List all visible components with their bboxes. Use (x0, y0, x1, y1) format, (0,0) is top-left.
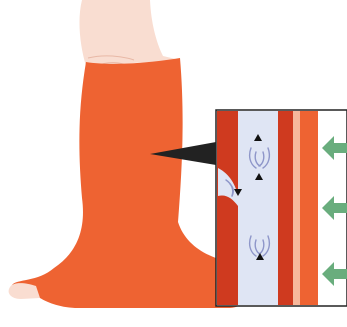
vein-lumen (238, 111, 278, 305)
pressure-arrow-icon (322, 262, 347, 286)
flow-mark (262, 235, 271, 257)
outer-tissue-left (217, 111, 238, 305)
vein-wall-light (293, 111, 300, 305)
pressure-arrow-icon (322, 136, 347, 160)
inset-frame (215, 109, 347, 307)
flow-arrow-up-icon (256, 253, 264, 260)
vein-wall-dark (278, 111, 293, 305)
stocking-layer (300, 111, 318, 305)
flow-mark (229, 183, 235, 197)
flow-arrow-up-icon (254, 134, 262, 141)
flow-mark (258, 151, 265, 167)
open-toe (8, 283, 41, 299)
flow-arrow-up-icon (255, 173, 263, 180)
pressure-arrow-icon (322, 196, 347, 220)
flow-mark (248, 147, 257, 169)
vein-cross-section-inset (215, 109, 347, 307)
callout-pointer (150, 142, 216, 165)
flow-mark (248, 235, 257, 257)
venous-valve-opening (218, 168, 238, 206)
compression-stocking (11, 58, 252, 308)
flow-mark (262, 147, 271, 169)
flow-arrow-down-icon (234, 189, 242, 196)
leg-skin (79, 0, 180, 66)
